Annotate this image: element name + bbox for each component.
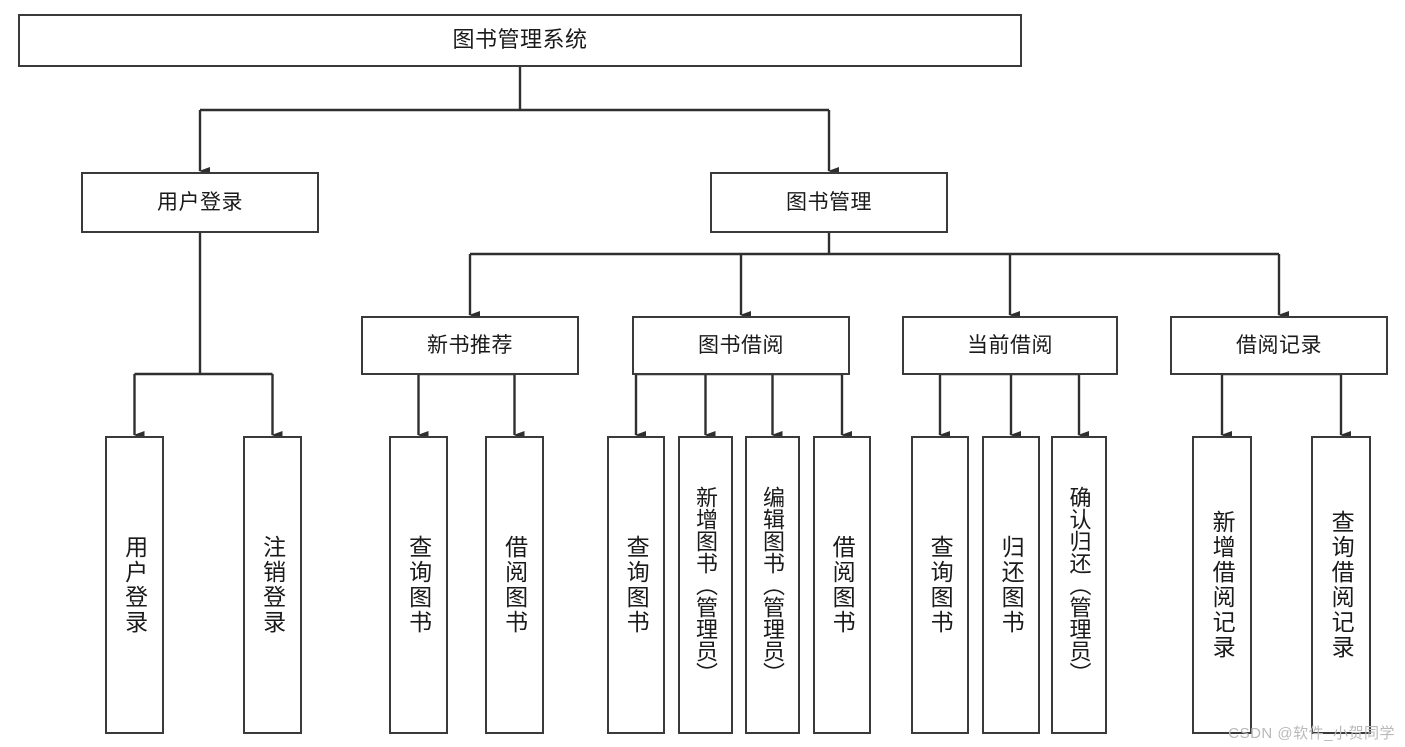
watermark: CSDN @软件_小贺同学 (1228, 725, 1395, 742)
node-user-login[interactable]: 用户登录 (81, 172, 319, 233)
node-leaf-query-book-current[interactable]: 查询图书 (911, 436, 969, 734)
node-label: 注销登录 (259, 535, 286, 635)
node-leaf-confirm-return-admin[interactable]: 确认归还（管理员） (1051, 436, 1107, 734)
node-label: 查询图书 (623, 535, 650, 635)
node-new-book-recommendation[interactable]: 新书推荐 (361, 316, 579, 375)
node-label: 查询借阅记录 (1328, 510, 1355, 660)
node-current-borrowing[interactable]: 当前借阅 (902, 316, 1118, 375)
node-label: 借阅记录 (1236, 333, 1322, 357)
node-label: 编辑图书（管理员） (760, 486, 786, 684)
node-leaf-query-book-borrow[interactable]: 查询图书 (607, 436, 665, 734)
node-leaf-query-borrow-record[interactable]: 查询借阅记录 (1311, 436, 1371, 734)
node-label: 当前借阅 (967, 333, 1053, 357)
node-leaf-add-book-admin[interactable]: 新增图书（管理员） (678, 436, 733, 734)
node-label: 借阅图书 (501, 535, 528, 635)
node-label: 图书借阅 (698, 333, 784, 357)
node-borrowing-record[interactable]: 借阅记录 (1170, 316, 1388, 375)
node-book-borrowing[interactable]: 图书借阅 (632, 316, 850, 375)
node-leaf-add-borrow-record[interactable]: 新增借阅记录 (1192, 436, 1252, 734)
node-label: 用户登录 (157, 190, 243, 214)
node-label: 图书管理系统 (452, 27, 588, 53)
node-leaf-borrow-book-rec[interactable]: 借阅图书 (485, 436, 544, 734)
node-label: 用户登录 (121, 535, 148, 635)
node-label: 新增图书（管理员） (693, 486, 719, 684)
node-leaf-query-book-rec[interactable]: 查询图书 (389, 436, 448, 734)
node-label: 新增借阅记录 (1209, 510, 1236, 660)
node-book-management[interactable]: 图书管理 (710, 172, 948, 233)
node-label: 借阅图书 (829, 535, 856, 635)
node-label: 归还图书 (998, 535, 1025, 635)
node-leaf-user-login[interactable]: 用户登录 (105, 436, 164, 734)
node-leaf-user-logout[interactable]: 注销登录 (243, 436, 302, 734)
node-root-book-management-system[interactable]: 图书管理系统 (18, 14, 1022, 67)
node-label: 确认归还（管理员） (1066, 486, 1092, 684)
node-label: 查询图书 (405, 535, 432, 635)
node-label: 图书管理 (786, 190, 872, 214)
node-label: 查询图书 (927, 535, 954, 635)
node-label: 新书推荐 (427, 333, 513, 357)
node-leaf-borrow-book[interactable]: 借阅图书 (813, 436, 871, 734)
node-leaf-return-book[interactable]: 归还图书 (982, 436, 1040, 734)
node-leaf-edit-book-admin[interactable]: 编辑图书（管理员） (745, 436, 800, 734)
